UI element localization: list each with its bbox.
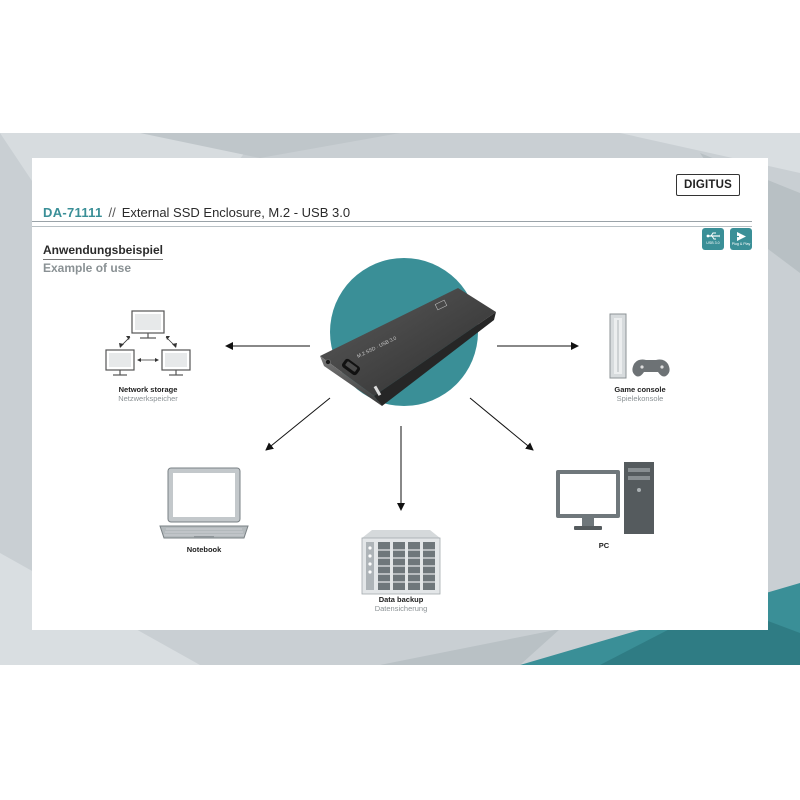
arrow-down-right — [469, 397, 534, 451]
network-icon — [105, 310, 191, 376]
digitus-logo: DIGITUS — [672, 170, 742, 198]
pc-label: PC — [598, 541, 610, 550]
plug-and-play-badge: Plug & Play — [730, 228, 752, 250]
notebook-caption: Notebook — [154, 545, 254, 555]
game-console-label: Game console — [614, 385, 666, 394]
usb-icon — [706, 232, 720, 240]
section-title: Anwendungsbeispiel — [43, 243, 164, 257]
section-underline — [43, 259, 163, 260]
data-backup-label-de: Datensicherung — [374, 603, 428, 613]
arrow-down-left — [265, 397, 331, 451]
notebook-label: Notebook — [186, 545, 222, 554]
section-subtitle: Example of use — [43, 261, 132, 275]
plug-and-play-icon — [735, 232, 746, 241]
pc-icon — [556, 462, 654, 534]
logo-text: DIGITUS — [676, 174, 740, 196]
game-console-label-de: Spielekonsole — [616, 393, 664, 403]
game-console-caption: Game console Spielekonsole — [590, 385, 690, 403]
network-storage-caption: Network storage Netzwerkspeicher — [98, 385, 198, 403]
pc-caption: PC — [554, 541, 654, 551]
notebook-icon — [159, 467, 249, 539]
server-icon — [361, 530, 441, 595]
product-title: DA-71111 // External SSD Enclosure, M.2 - … — [43, 205, 350, 221]
data-backup-label: Data backup — [378, 595, 424, 604]
game-console-icon — [609, 313, 670, 379]
plug-and-play-badge-label: Plug & Play — [731, 242, 751, 246]
title-separator: // — [108, 205, 116, 220]
header-divider — [32, 221, 752, 222]
product-name: External SSD Enclosure, M.2 - USB 3.0 — [121, 205, 351, 220]
header-divider-secondary — [32, 226, 752, 227]
data-backup-caption: Data backup Datensicherung — [351, 595, 451, 613]
model-number: DA-71111 — [43, 205, 103, 220]
network-storage-label: Network storage — [118, 385, 178, 394]
usb-badge: USB 3.0 — [702, 228, 724, 250]
network-storage-label-de: Netzwerkspeicher — [118, 393, 178, 403]
ssd-enclosure-image: M.2 SSD · USB 3.0 — [320, 288, 496, 406]
usb-badge-label: USB 3.0 — [706, 241, 720, 245]
